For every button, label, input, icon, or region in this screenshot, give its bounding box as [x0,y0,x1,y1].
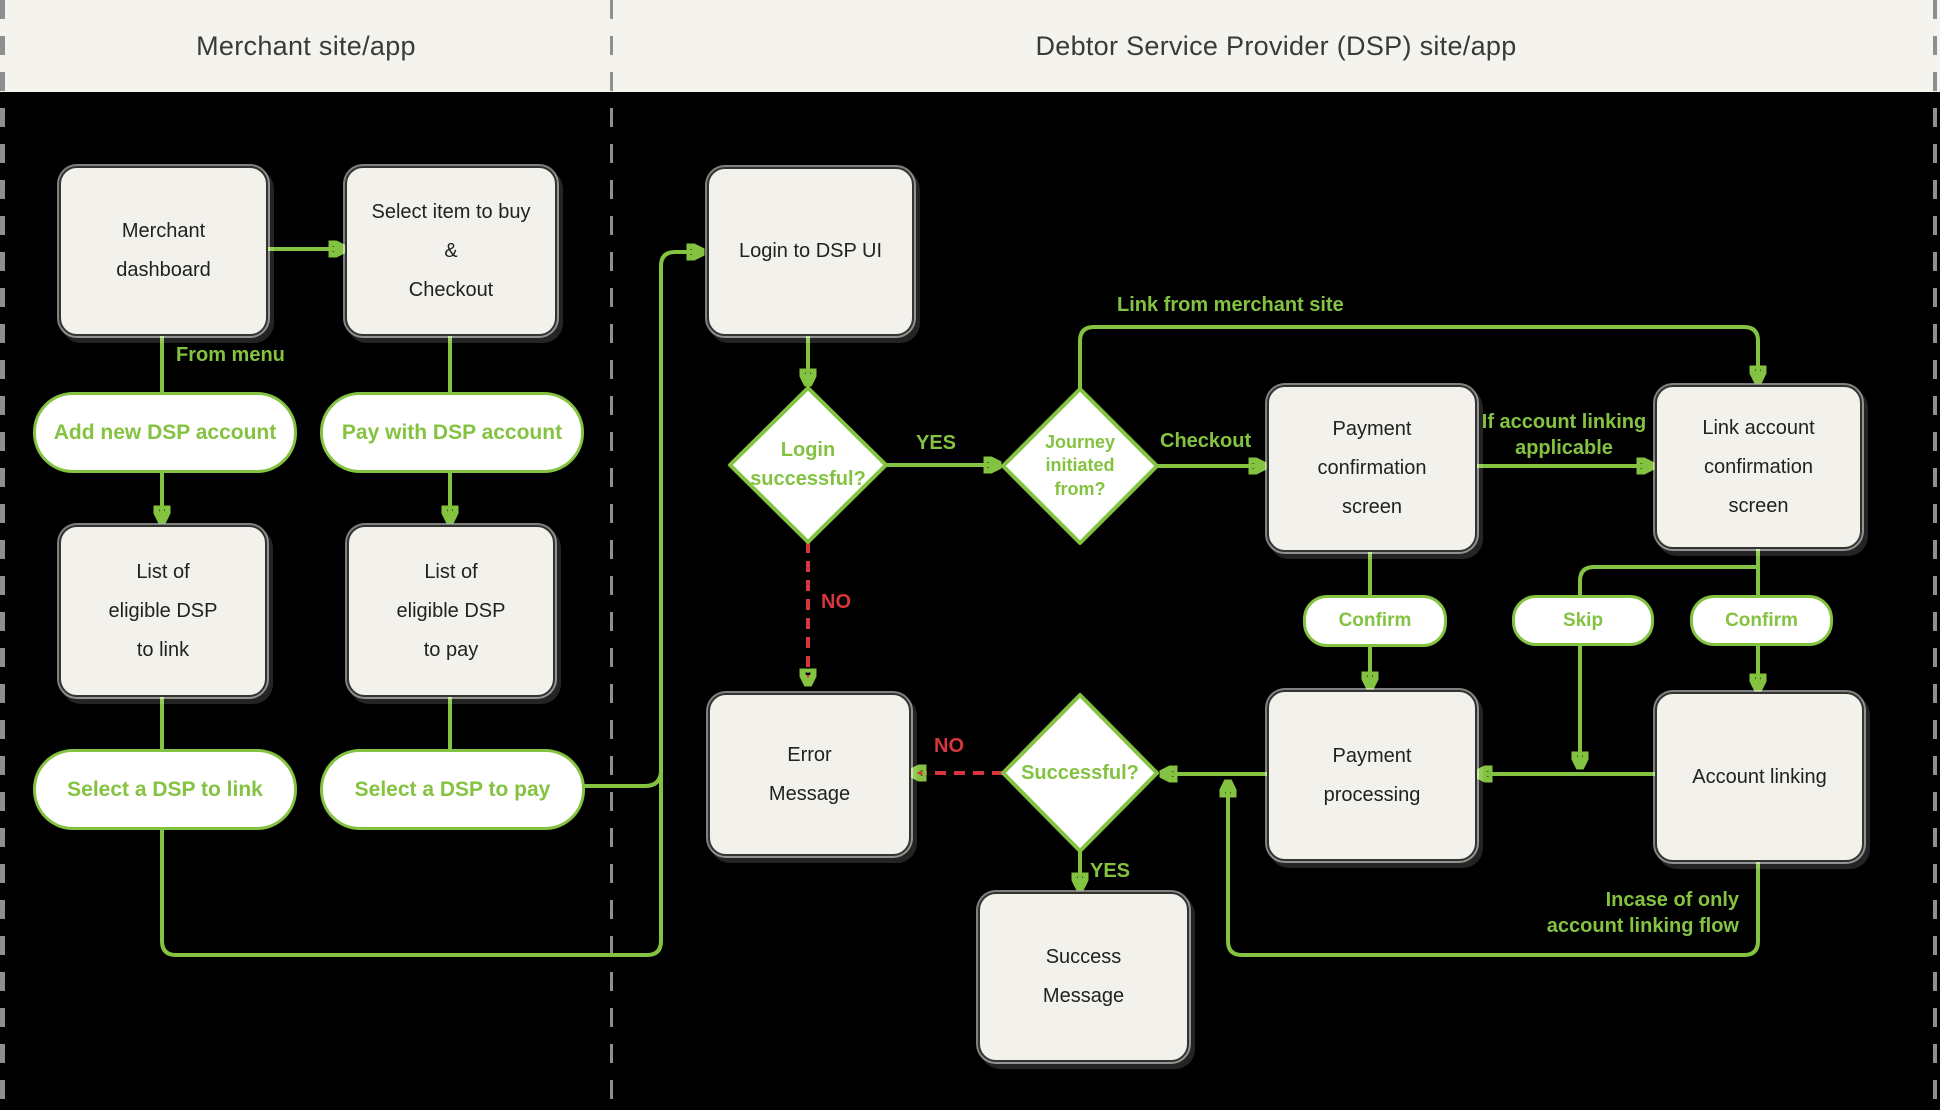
node-select-item: Select item to buy & Checkout [345,166,557,336]
edge-label-no-login: NO [821,591,851,613]
edge-accountlinking-feedback [1228,785,1760,957]
node-confirm-link: Confirm [1690,595,1833,646]
edge-journey-link-from-merchant [1078,325,1758,388]
node-list-dsp-link: List of eligible DSP to link [59,525,267,697]
node-confirm-payment: Confirm [1303,595,1447,647]
left-edge-dashed-line [0,0,5,1110]
node-login-dsp: Login to DSP UI [707,167,914,336]
successful-diamond [1001,693,1159,853]
edge-label-no-successful: NO [934,735,964,757]
node-account-linking: Account linking [1655,692,1864,862]
edge-label-yes-successful: YES [1090,860,1131,882]
login-successful-diamond [728,386,888,544]
edge-selectpay-to-login [579,769,663,788]
node-skip: Skip [1512,595,1654,646]
node-link-account-confirmation: Link account confirmation screen [1655,385,1862,549]
node-error-message: Error Message [708,693,911,856]
zone-separator-dashed-line [610,0,613,1110]
node-list-dsp-pay: List of eligible DSP to pay [347,525,555,697]
label-login-successful: Login successful? [750,439,866,490]
edge-selectlink-to-login [160,252,699,957]
node-select-dsp-to-link: Select a DSP to link [33,749,297,830]
node-pay-with-dsp-account: Pay with DSP account [320,392,584,473]
edge-label-yes-login: YES [916,432,957,454]
node-merchant-dashboard: Merchant dashboard [59,166,268,336]
edge-label-from-menu: From menu [176,344,285,366]
edge-label-if-account-linking: If account linking applicable [1481,411,1647,459]
zone-title-dsp: Debtor Service Provider (DSP) site/app [1035,30,1517,61]
node-payment-confirmation: Payment confirmation screen [1267,385,1477,552]
edge-label-link-from-merchant: Link from merchant site [1117,294,1344,316]
node-select-dsp-to-pay: Select a DSP to pay [320,749,585,830]
journey-initiated-diamond [1001,387,1159,545]
edge-linkconf-to-skip [1578,565,1758,595]
label-journey-initiated: Journey initiated from? [1044,431,1116,499]
node-payment-processing: Payment processing [1267,690,1477,861]
edge-label-incase-only-linking: Incase of only account linking flow [1546,889,1739,937]
node-success-message: Success Message [978,892,1189,1062]
header-band [0,0,1940,92]
edge-label-checkout: Checkout [1160,430,1252,452]
right-edge-dashed-line [1933,0,1937,1110]
label-successful: Successful? [1021,761,1139,784]
zone-title-merchant: Merchant site/app [196,30,416,61]
node-add-new-dsp-account: Add new DSP account [33,392,297,473]
